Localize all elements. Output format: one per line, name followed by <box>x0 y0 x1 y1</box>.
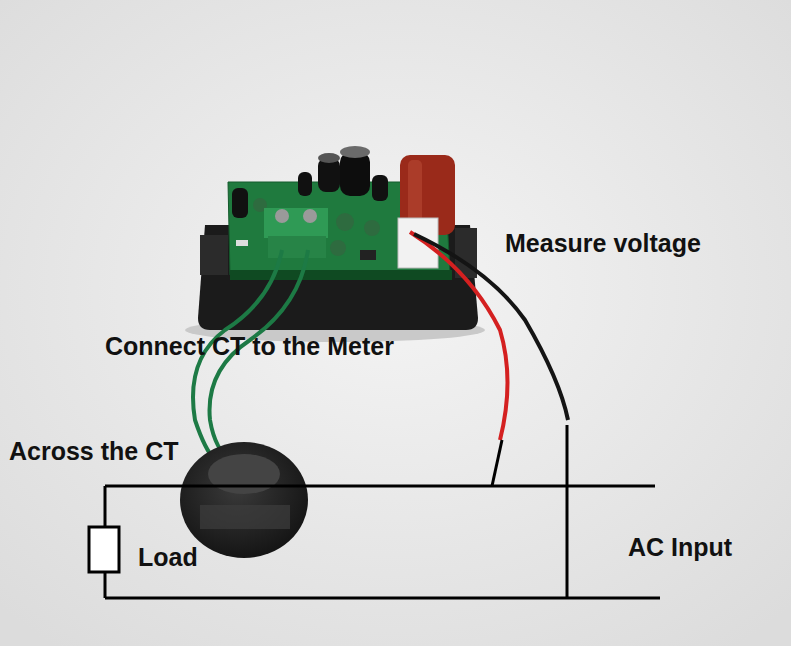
ceramic-capacitor <box>364 220 380 236</box>
load-lead <box>104 486 107 527</box>
terminal-block <box>264 208 328 238</box>
ceramic-capacitor <box>330 240 346 256</box>
electrolytic-capacitor <box>318 158 340 192</box>
terminal-screw <box>275 209 289 223</box>
ceramic-capacitor <box>336 213 354 231</box>
terminal-screw <box>303 209 317 223</box>
capacitor-top <box>340 146 370 158</box>
voltage-tap <box>492 440 502 486</box>
annotation-label: Measure voltage <box>505 230 701 258</box>
ct-marking <box>200 505 290 529</box>
terminal-block-front <box>268 236 326 258</box>
current-transformer <box>180 442 308 558</box>
electrolytic-capacitor <box>372 175 388 201</box>
electrolytic-capacitor <box>232 188 248 218</box>
load-lead <box>104 572 107 598</box>
annotation-label: Connect CT to the Meter <box>105 333 394 361</box>
supply-line <box>105 597 660 600</box>
pcb-edge <box>230 270 452 280</box>
voltage-tap <box>566 425 569 598</box>
capacitor-top <box>318 153 340 163</box>
meter-clip <box>200 235 228 275</box>
resistor-symbol <box>89 527 119 572</box>
electrolytic-capacitor <box>340 152 370 196</box>
smd-resistor <box>236 240 248 246</box>
red-wire <box>410 232 508 440</box>
electrolytic-capacitor <box>298 172 312 196</box>
supply-line <box>105 485 655 488</box>
ct-hole <box>208 454 280 494</box>
black-wire <box>414 234 568 420</box>
annotation-label: Across the CT <box>9 438 178 466</box>
annotation-label: AC Input <box>628 534 732 562</box>
annotation-label: Load <box>138 544 198 572</box>
chip-component <box>360 250 376 260</box>
